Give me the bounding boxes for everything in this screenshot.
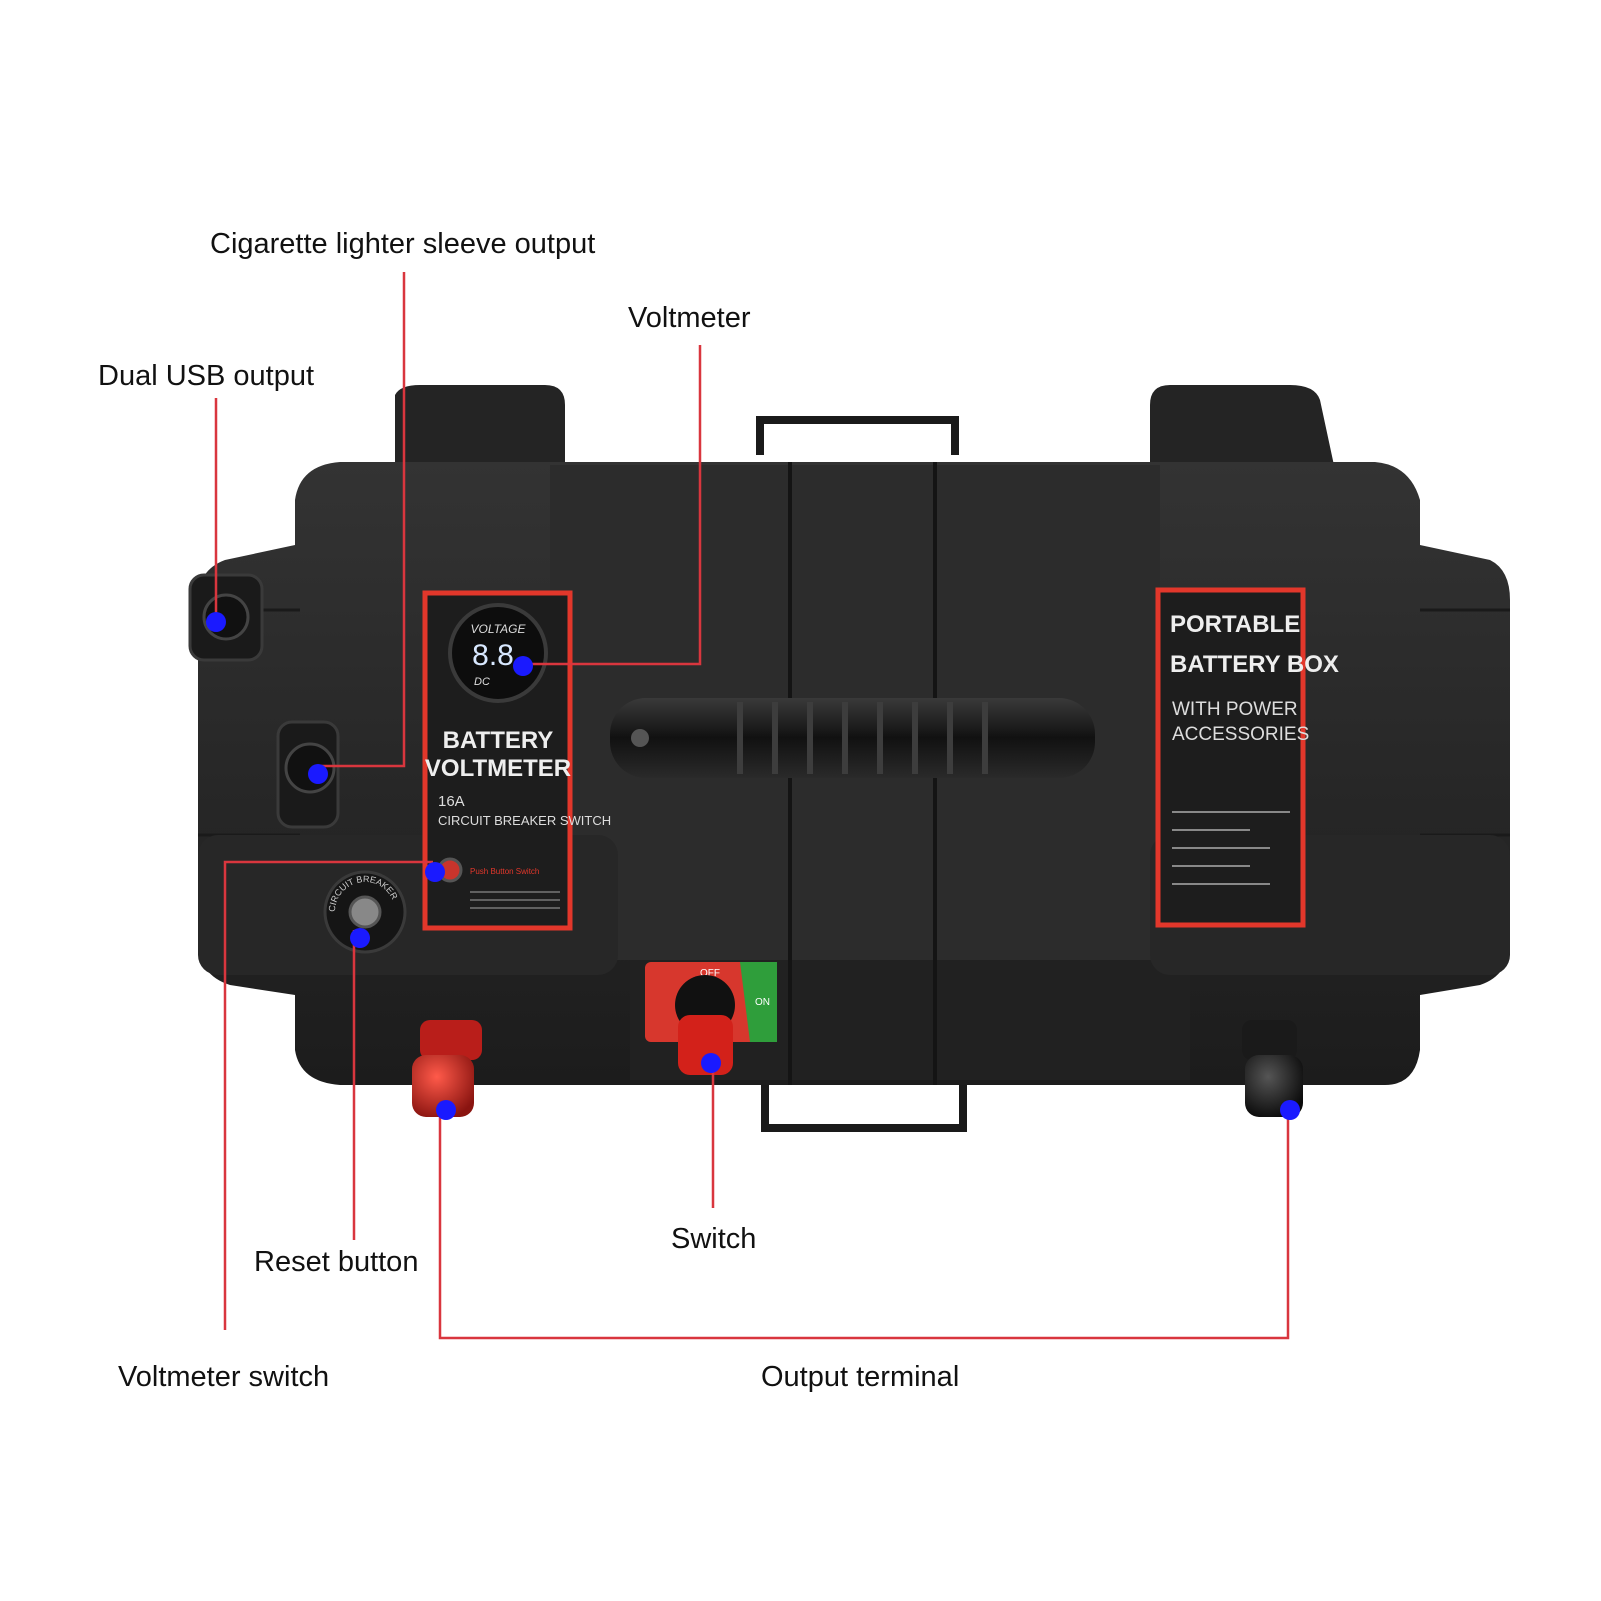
marker-positive-terminal [436,1100,456,1120]
leader-voltmeter [520,345,702,666]
right-panel-title-2: BATTERY BOX [1170,651,1339,678]
meter-bottom-text: DC [474,676,490,688]
right-panel-title-1: PORTABLE [1170,611,1300,638]
marker-reset [350,928,370,948]
meter-top-text: VOLTAGE [471,622,527,636]
top-strap-handle [756,416,959,455]
push-button-label: Push Button Switch [470,867,539,876]
right-panel-sub-1: WITH POWER [1172,699,1298,720]
bottom-strap-handle [761,1080,967,1132]
switch-off-label: OFF [700,968,720,979]
dual-usb-socket [188,573,264,662]
marker-voltmeter-switch [425,862,445,882]
label-switch: Switch [671,1223,757,1255]
circuit-breaker-reset: CIRCUIT BREAKER [323,870,407,954]
left-panel-rating: 16A [438,793,465,810]
marker-voltmeter [513,656,533,676]
left-panel-title-1: BATTERY [443,727,554,754]
left-panel-subtitle: CIRCUIT BREAKER SWITCH [438,813,611,828]
carry-handle [610,698,1095,778]
label-cigarette-lighter: Cigarette lighter sleeve output [210,228,596,260]
label-output-terminal: Output terminal [761,1361,960,1393]
left-label-panel: VOLTAGE 8.8 DC BATTERY VOLTMETER 16A CIR… [422,590,611,931]
right-label-panel: PORTABLE BATTERY BOX WITH POWER ACCESSOR… [1155,587,1339,928]
label-voltmeter: Voltmeter [628,302,751,334]
meter-reading: 8.8 [472,639,514,672]
cigarette-lighter-socket [276,720,340,829]
leader-output-terminal [438,1105,1290,1340]
isolator-switch: OFF ON [645,962,777,1075]
left-panel-title-2: VOLTMETER [425,755,571,782]
marker-cigarette [308,764,328,784]
leader-lines [214,272,1290,1340]
leader-voltmeter-switch [223,860,433,1330]
leader-cigarette [316,272,406,768]
marker-negative-terminal [1280,1100,1300,1120]
switch-on-label: ON [755,997,770,1008]
label-dual-usb: Dual USB output [98,360,315,392]
label-voltmeter-switch: Voltmeter switch [118,1361,330,1393]
positive-terminal [412,1020,482,1117]
marker-switch [701,1053,721,1073]
marker-dual-usb [206,612,226,632]
right-panel-sub-2: ACCESSORIES [1172,724,1309,745]
label-reset-button: Reset button [254,1246,419,1278]
callout-markers [206,612,1300,1120]
